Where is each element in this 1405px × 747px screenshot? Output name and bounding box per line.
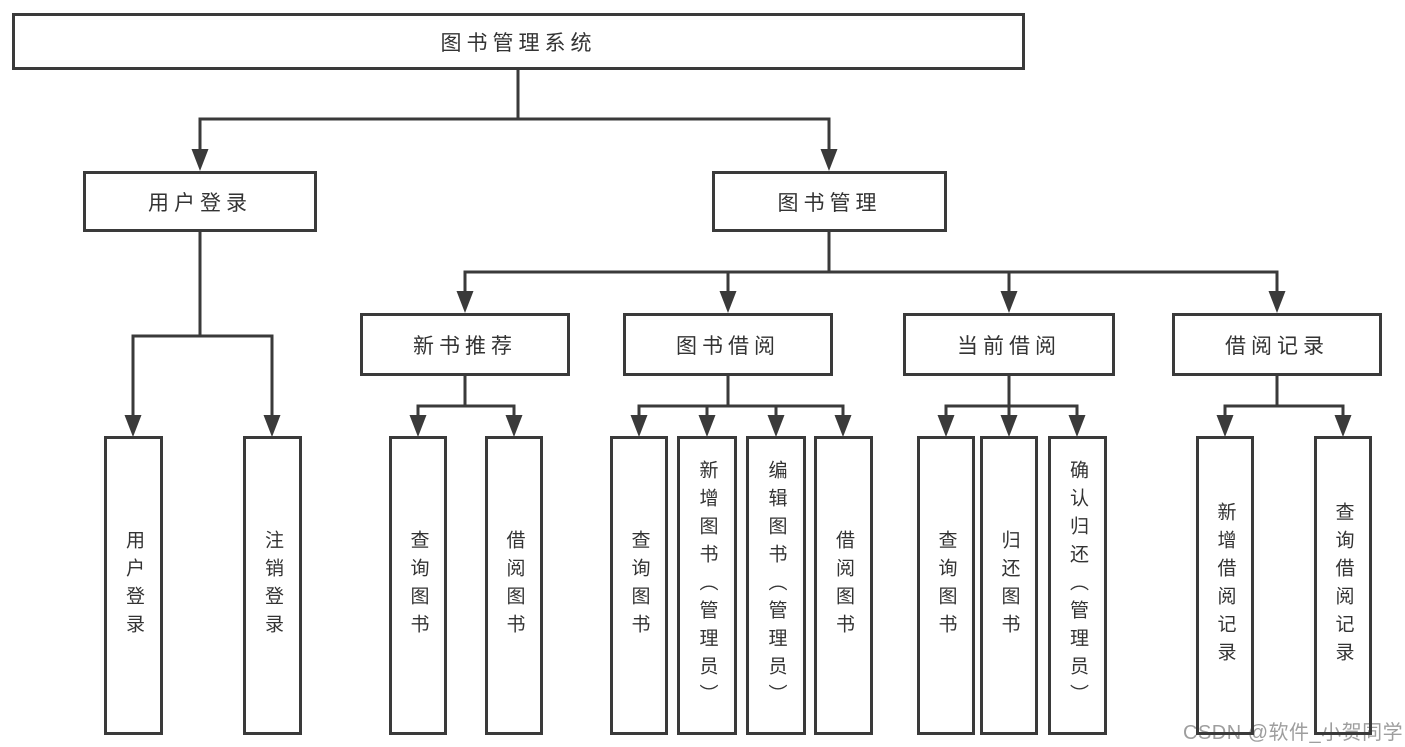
- leaf-query-books-3: 查询图书: [917, 436, 975, 735]
- watermark: CSDN @软件_小贺同学: [1183, 722, 1404, 744]
- leaf-borrow-books-2: 借阅图书: [814, 436, 873, 735]
- leaf-add-books-admin: 新增图书（管理员）: [677, 436, 737, 735]
- leaf-return-books-label: 归还图书: [998, 529, 1020, 642]
- node-book-management: 图书管理: [712, 171, 947, 232]
- leaf-confirm-return-admin: 确认归还（管理员）: [1048, 436, 1107, 735]
- node-user-login: 用户登录: [83, 171, 317, 232]
- node-new-book-recommend: 新书推荐: [360, 313, 570, 376]
- connector-book-management-to-level3: [463, 232, 1279, 300]
- leaf-query-books-2: 查询图书: [610, 436, 668, 735]
- node-book-borrow: 图书借阅: [623, 313, 833, 376]
- leaf-edit-books-admin-label: 编辑图书（管理员）: [765, 459, 787, 712]
- connector-book-borrow-to-leaves: [637, 376, 845, 424]
- leaf-add-books-admin-label: 新增图书（管理员）: [696, 459, 718, 712]
- arrowheads-leaves: [124, 415, 1352, 437]
- leaf-query-books-3-label: 查询图书: [935, 529, 957, 642]
- leaf-borrow-books-1-label: 借阅图书: [503, 529, 525, 642]
- leaf-borrow-books-1: 借阅图书: [485, 436, 543, 735]
- node-root: 图书管理系统: [12, 13, 1025, 70]
- leaf-logout-label: 注销登录: [262, 529, 283, 642]
- connector-root-to-level2: [198, 70, 831, 158]
- leaf-user-login-label: 用户登录: [123, 529, 144, 642]
- leaf-return-books: 归还图书: [980, 436, 1038, 735]
- leaf-add-borrow-record-label: 新增借阅记录: [1214, 501, 1236, 670]
- leaf-logout: 注销登录: [243, 436, 302, 735]
- leaf-query-borrow-record: 查询借阅记录: [1314, 436, 1372, 735]
- leaf-edit-books-admin: 编辑图书（管理员）: [746, 436, 806, 735]
- connector-new-book-recommend-to-leaves: [416, 376, 516, 424]
- leaf-confirm-return-admin-label: 确认归还（管理员）: [1067, 459, 1088, 712]
- leaf-query-books-1-label: 查询图书: [407, 529, 429, 642]
- arrowheads-level3: [456, 291, 1286, 313]
- arrowheads-level2: [191, 149, 838, 171]
- leaf-query-books-1: 查询图书: [389, 436, 447, 735]
- leaf-add-borrow-record: 新增借阅记录: [1196, 436, 1254, 735]
- leaf-user-login: 用户登录: [104, 436, 163, 735]
- leaf-query-books-2-label: 查询图书: [628, 529, 650, 642]
- connector-user-login-to-leaves: [131, 232, 274, 424]
- leaf-borrow-books-2-label: 借阅图书: [833, 529, 854, 642]
- node-current-borrow: 当前借阅: [903, 313, 1115, 376]
- connector-borrow-records-to-leaves: [1223, 376, 1345, 424]
- leaf-query-borrow-record-label: 查询借阅记录: [1332, 501, 1354, 670]
- node-borrow-records: 借阅记录: [1172, 313, 1382, 376]
